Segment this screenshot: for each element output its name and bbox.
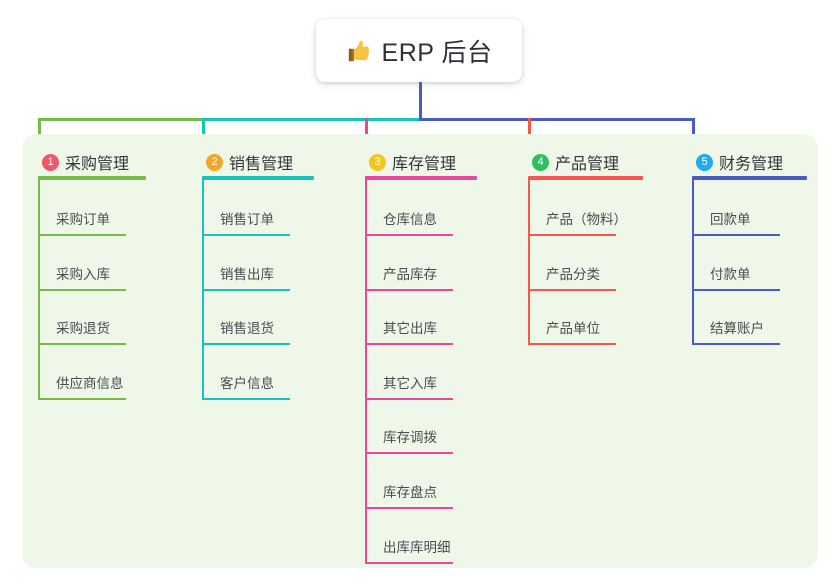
item-underline bbox=[365, 288, 453, 291]
column-spine-3 bbox=[365, 179, 367, 564]
list-item[interactable]: 产品单位 bbox=[546, 321, 600, 337]
item-underline bbox=[528, 288, 616, 291]
item-underline bbox=[202, 234, 290, 236]
item-underline bbox=[202, 343, 290, 346]
item-underline bbox=[38, 288, 126, 291]
item-underline bbox=[365, 507, 453, 509]
root-node-content: ERP 后台 bbox=[346, 33, 493, 69]
list-item[interactable]: 其它出库 bbox=[383, 321, 437, 337]
connector-bar-2 bbox=[202, 118, 422, 121]
column-title-4: 产品管理 bbox=[555, 156, 620, 173]
list-item[interactable]: 供应商信息 bbox=[56, 375, 124, 391]
column-header-1[interactable]: 1 采购管理 bbox=[42, 150, 129, 174]
list-item[interactable]: 付款单 bbox=[710, 266, 751, 282]
root-stem bbox=[419, 82, 422, 121]
column-badge-5: 5 bbox=[696, 153, 713, 171]
column-underline-1 bbox=[38, 176, 146, 180]
list-item[interactable]: 采购退货 bbox=[56, 321, 110, 337]
list-item[interactable]: 库存盘点 bbox=[383, 485, 437, 500]
column-badge-2: 2 bbox=[206, 153, 223, 171]
connector-bar-3 bbox=[419, 118, 695, 121]
list-item[interactable]: 产品库存 bbox=[383, 266, 437, 282]
list-item[interactable]: 销售订单 bbox=[220, 212, 274, 227]
connector-bar-1 bbox=[38, 118, 205, 121]
list-item[interactable]: 销售退货 bbox=[220, 321, 274, 337]
list-item[interactable]: 库存调拨 bbox=[383, 430, 437, 446]
column-header-2[interactable]: 2 销售管理 bbox=[206, 150, 293, 174]
list-item[interactable]: 出库库明细 bbox=[383, 539, 451, 555]
list-item[interactable]: 采购订单 bbox=[56, 212, 110, 227]
column-title-1: 采购管理 bbox=[65, 156, 130, 173]
column-badge-1: 1 bbox=[42, 153, 59, 171]
list-item[interactable]: 销售出库 bbox=[220, 266, 274, 282]
column-underline-5 bbox=[692, 176, 807, 180]
root-node[interactable]: ERP 后台 bbox=[316, 19, 522, 82]
column-underline-4 bbox=[528, 176, 643, 180]
list-item[interactable]: 其它入库 bbox=[383, 375, 437, 391]
list-item[interactable]: 产品分类 bbox=[546, 266, 600, 282]
item-underline bbox=[202, 288, 290, 291]
list-item[interactable]: 客户信息 bbox=[220, 375, 274, 391]
item-underline bbox=[528, 343, 616, 346]
column-header-5[interactable]: 5 财务管理 bbox=[696, 150, 783, 174]
column-title-3: 库存管理 bbox=[392, 156, 457, 173]
list-item[interactable]: 采购入库 bbox=[56, 266, 110, 282]
column-header-3[interactable]: 3 库存管理 bbox=[369, 150, 456, 174]
item-underline bbox=[38, 343, 126, 346]
column-spine-5 bbox=[692, 179, 694, 346]
item-underline bbox=[365, 343, 453, 346]
item-underline bbox=[202, 397, 290, 400]
content-panel bbox=[22, 134, 818, 568]
item-underline bbox=[365, 452, 453, 455]
column-spine-4 bbox=[528, 179, 530, 346]
thumbs-up-icon bbox=[346, 38, 372, 64]
item-underline bbox=[365, 234, 453, 236]
list-item[interactable]: 产品（物料） bbox=[546, 212, 627, 227]
column-badge-3: 3 bbox=[369, 153, 386, 171]
item-underline bbox=[38, 234, 126, 236]
root-node-title: ERP 后台 bbox=[381, 38, 493, 67]
item-underline bbox=[692, 234, 780, 236]
item-underline bbox=[38, 397, 126, 400]
list-item[interactable]: 仓库信息 bbox=[383, 212, 437, 227]
list-item[interactable]: 结算账户 bbox=[710, 321, 764, 337]
item-underline bbox=[692, 343, 780, 346]
item-underline bbox=[692, 288, 780, 291]
column-title-2: 销售管理 bbox=[229, 156, 294, 173]
item-underline bbox=[528, 234, 616, 236]
item-underline bbox=[365, 561, 453, 564]
column-title-5: 财务管理 bbox=[719, 156, 784, 173]
column-underline-2 bbox=[202, 176, 314, 180]
list-item[interactable]: 回款单 bbox=[710, 212, 751, 227]
item-underline bbox=[365, 397, 453, 400]
column-underline-3 bbox=[365, 176, 477, 180]
column-header-4[interactable]: 4 产品管理 bbox=[532, 150, 619, 174]
column-badge-4: 4 bbox=[532, 153, 549, 171]
